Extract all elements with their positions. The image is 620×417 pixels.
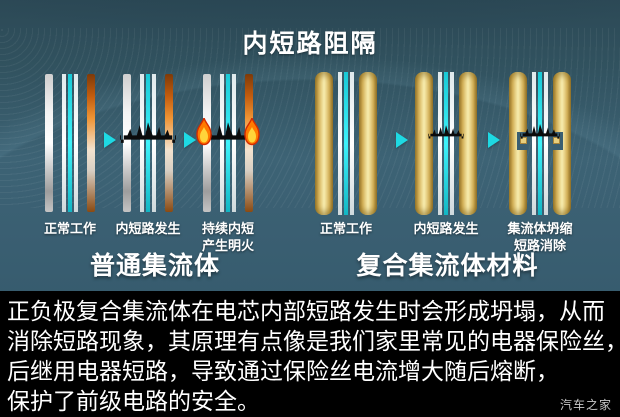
- collector-layer: [532, 72, 548, 215]
- electrode-stripe: [220, 74, 224, 212]
- battery-layer-stack: [415, 72, 477, 215]
- separator-bar: [123, 74, 131, 212]
- electrode-stripe: [450, 72, 454, 215]
- description-panel: 正负极复合集流体在电芯内部短路发生时会形成坍塌，从而 消除短路现象，其原理有点像…: [0, 291, 620, 417]
- electrode-stripe: [544, 72, 548, 215]
- stage-caption: 内短路发生: [115, 221, 181, 236]
- ordinary-stage-fire: 持续内短 产生明火: [196, 74, 260, 253]
- electrode-stripe: [140, 74, 144, 212]
- gold-composite-bar: [315, 72, 333, 215]
- battery-layer-stack: [315, 72, 377, 215]
- collector-layer: [338, 72, 354, 215]
- collector-layer: [140, 74, 156, 212]
- battery-layer-stack: [123, 74, 173, 212]
- collector-layer: [220, 74, 236, 212]
- cyan-collector-stripe: [444, 72, 448, 215]
- gold-composite-bar: [359, 72, 377, 215]
- stage-caption: 内短路发生: [413, 221, 479, 236]
- autohome-watermark: 汽车之家: [559, 398, 612, 412]
- electrode-stripe: [532, 72, 536, 215]
- gold-composite-bar-collapsed: [509, 72, 528, 215]
- collapse-tab: [520, 137, 527, 144]
- collapse-tab: [553, 137, 560, 144]
- electrode-stripe: [152, 74, 156, 212]
- separator-bar: [45, 74, 53, 212]
- separator-bar: [203, 74, 211, 212]
- stage-caption: 持续内短 产生明火: [201, 221, 254, 253]
- description-line: 后继用电器短路，导致通过保险丝电流增大随后熔断，: [7, 358, 559, 384]
- ordinary-stage-short: 内短路发生: [115, 74, 181, 236]
- cyan-collector-stripe: [68, 74, 72, 212]
- description-line: 保护了前级电路的安全。: [7, 388, 260, 414]
- page-title: 内短路阻隔: [242, 30, 378, 58]
- collector-layer: [62, 74, 78, 212]
- battery-layer-stack: [509, 72, 571, 215]
- electrode-stripe: [74, 74, 78, 212]
- electrode-stripe: [232, 74, 236, 212]
- copper-foil-bar: [87, 74, 95, 212]
- cyan-collector-stripe: [226, 74, 230, 212]
- stage-caption: 正常工作: [43, 221, 96, 236]
- ordinary-stage-normal: 正常工作: [44, 74, 96, 236]
- arrow-right-icon: [104, 132, 116, 148]
- arrow-right-icon: [396, 132, 408, 148]
- copper-foil-bar: [245, 74, 253, 212]
- gold-composite-bar: [459, 72, 477, 215]
- composite-collector-label: 复合集流体材料: [356, 252, 539, 280]
- composite-stage-collapsed: 集流体坍缩 短路消除: [507, 72, 573, 253]
- composite-stage-short: 内短路发生: [413, 72, 479, 236]
- battery-layer-stack: [45, 74, 95, 212]
- stage-caption: 集流体坍缩 短路消除: [507, 221, 573, 253]
- gold-composite-bar-collapsed: [552, 72, 571, 215]
- description-line: 消除短路现象，其原理有点像是我们家里常见的电器保险丝，: [7, 328, 620, 354]
- collector-layer: [438, 72, 454, 215]
- electrode-stripe: [438, 72, 442, 215]
- arrow-right-icon: [488, 132, 500, 148]
- arrow-right-icon: [184, 132, 196, 148]
- cyan-collector-stripe: [344, 72, 348, 215]
- gold-composite-bar: [415, 72, 433, 215]
- ordinary-collector-label: 普通集流体: [89, 252, 220, 280]
- cyan-collector-stripe: [146, 74, 150, 212]
- electrode-stripe: [338, 72, 342, 215]
- description-line: 正负极复合集流体在电芯内部短路发生时会形成坍塌，从而: [7, 298, 605, 324]
- copper-foil-bar: [165, 74, 173, 212]
- stage-caption: 正常工作: [319, 221, 372, 236]
- battery-layer-stack: [203, 74, 253, 212]
- composite-stage-normal: 正常工作: [315, 72, 377, 236]
- electrode-stripe: [350, 72, 354, 215]
- electrode-stripe: [62, 74, 66, 212]
- cyan-collector-stripe: [538, 72, 542, 215]
